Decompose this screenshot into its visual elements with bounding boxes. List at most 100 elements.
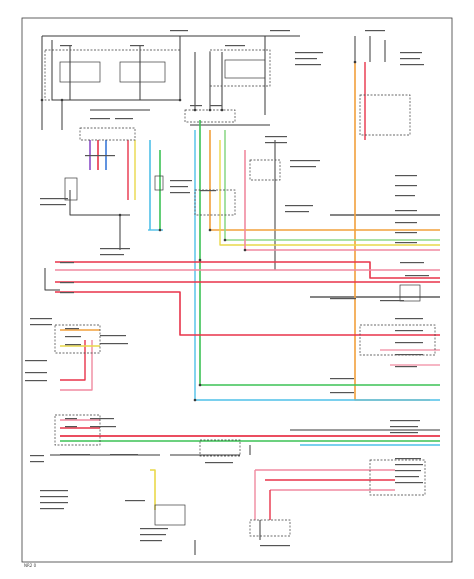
junction-box-mid — [194, 189, 236, 216]
label-mark-39 — [380, 300, 404, 302]
label-mark-38 — [330, 298, 356, 300]
junction-dot-0 — [40, 98, 44, 102]
junction-dot-7 — [198, 258, 202, 262]
relay-left-a — [59, 61, 101, 83]
sensor-right — [399, 284, 421, 302]
label-mark-62 — [30, 461, 44, 463]
sensor-mid — [154, 175, 164, 191]
wire-yellow-mid — [219, 140, 440, 246]
diagram-frame — [21, 17, 453, 563]
connector-bottom — [249, 519, 291, 537]
label-mark-76 — [260, 545, 290, 547]
label-mark-26 — [290, 166, 316, 168]
label-mark-8 — [295, 64, 321, 66]
label-mark-82 — [125, 500, 145, 502]
wire-left-sensor — [44, 268, 60, 291]
junction-dot-8 — [208, 228, 212, 232]
label-mark-84 — [265, 142, 287, 144]
label-mark-23 — [170, 186, 188, 188]
label-mark-42 — [395, 342, 423, 344]
label-mark-37 — [405, 275, 429, 277]
label-mark-72 — [395, 482, 423, 484]
label-mark-79 — [40, 496, 68, 498]
label-mark-7 — [295, 58, 317, 60]
label-mark-34 — [395, 232, 417, 234]
label-mark-2 — [365, 30, 385, 32]
junction-dot-12 — [118, 213, 122, 217]
module-right-bottom — [369, 459, 426, 496]
connector-upper-left — [79, 127, 136, 141]
label-mark-15 — [210, 105, 222, 107]
label-mark-22 — [170, 180, 192, 182]
label-mark-48 — [30, 324, 52, 326]
label-mark-20 — [100, 248, 130, 250]
wires — [41, 35, 440, 555]
label-mark-36 — [400, 262, 424, 264]
label-mark-73 — [140, 528, 168, 530]
label-mark-56 — [100, 343, 128, 345]
label-mark-21 — [100, 254, 124, 256]
label-mark-4 — [130, 45, 144, 47]
connector-left-lower — [54, 414, 101, 446]
label-mark-6 — [295, 52, 323, 54]
label-mark-55 — [100, 335, 126, 337]
label-mark-49 — [25, 360, 47, 362]
label-mark-59 — [90, 418, 114, 420]
label-mark-63 — [60, 454, 90, 456]
wire-pink-mid — [244, 150, 440, 251]
fuse-block — [184, 109, 236, 123]
label-mark-13 — [115, 118, 133, 120]
label-mark-5 — [225, 45, 245, 47]
module-right-top — [359, 94, 411, 136]
label-mark-78 — [40, 490, 68, 492]
sensor-left — [64, 177, 78, 201]
wire-relay-loop — [51, 40, 181, 101]
label-mark-33 — [395, 222, 417, 224]
label-mark-9 — [400, 52, 422, 54]
wire-orange-right — [354, 62, 430, 401]
label-mark-43 — [395, 354, 423, 356]
label-mark-53 — [65, 336, 81, 338]
components — [25, 30, 436, 547]
junction-dot-10 — [243, 248, 247, 252]
label-mark-88 — [60, 292, 74, 294]
label-mark-70 — [395, 470, 421, 472]
label-mark-67 — [390, 432, 418, 434]
sensor-bottom — [154, 504, 186, 526]
junction-dot-5 — [220, 108, 224, 112]
label-mark-16 — [85, 155, 115, 157]
label-mark-83 — [265, 136, 287, 138]
label-mark-40 — [395, 318, 423, 320]
label-mark-60 — [90, 426, 116, 428]
label-mark-46 — [330, 392, 354, 394]
label-mark-41 — [395, 330, 423, 332]
wire-green-long — [199, 120, 440, 386]
label-mark-32 — [395, 210, 417, 212]
junction-lower — [199, 439, 241, 457]
label-mark-74 — [140, 534, 166, 536]
connector-mid-right — [249, 159, 281, 181]
relay-right — [209, 49, 271, 87]
label-mark-57 — [65, 418, 77, 420]
label-mark-10 — [400, 58, 420, 60]
label-mark-1 — [270, 30, 290, 32]
junction-dot-9 — [223, 238, 227, 242]
label-mark-24 — [170, 192, 190, 194]
label-mark-29 — [395, 175, 417, 177]
relay-block-left — [44, 49, 181, 101]
junction-dot-14 — [193, 398, 197, 402]
wire-pink-left — [60, 340, 93, 391]
label-mark-68 — [395, 458, 421, 460]
junction-dot-2 — [178, 98, 182, 102]
label-mark-11 — [400, 64, 424, 66]
connector-left-mid — [54, 324, 101, 354]
label-mark-45 — [330, 378, 354, 380]
label-mark-3 — [60, 45, 72, 47]
junction-dot-1 — [60, 98, 64, 102]
label-mark-75 — [140, 540, 162, 542]
wire-red-c — [55, 291, 440, 336]
label-mark-52 — [65, 328, 79, 330]
label-mark-31 — [395, 195, 415, 197]
label-mark-19 — [40, 204, 66, 206]
